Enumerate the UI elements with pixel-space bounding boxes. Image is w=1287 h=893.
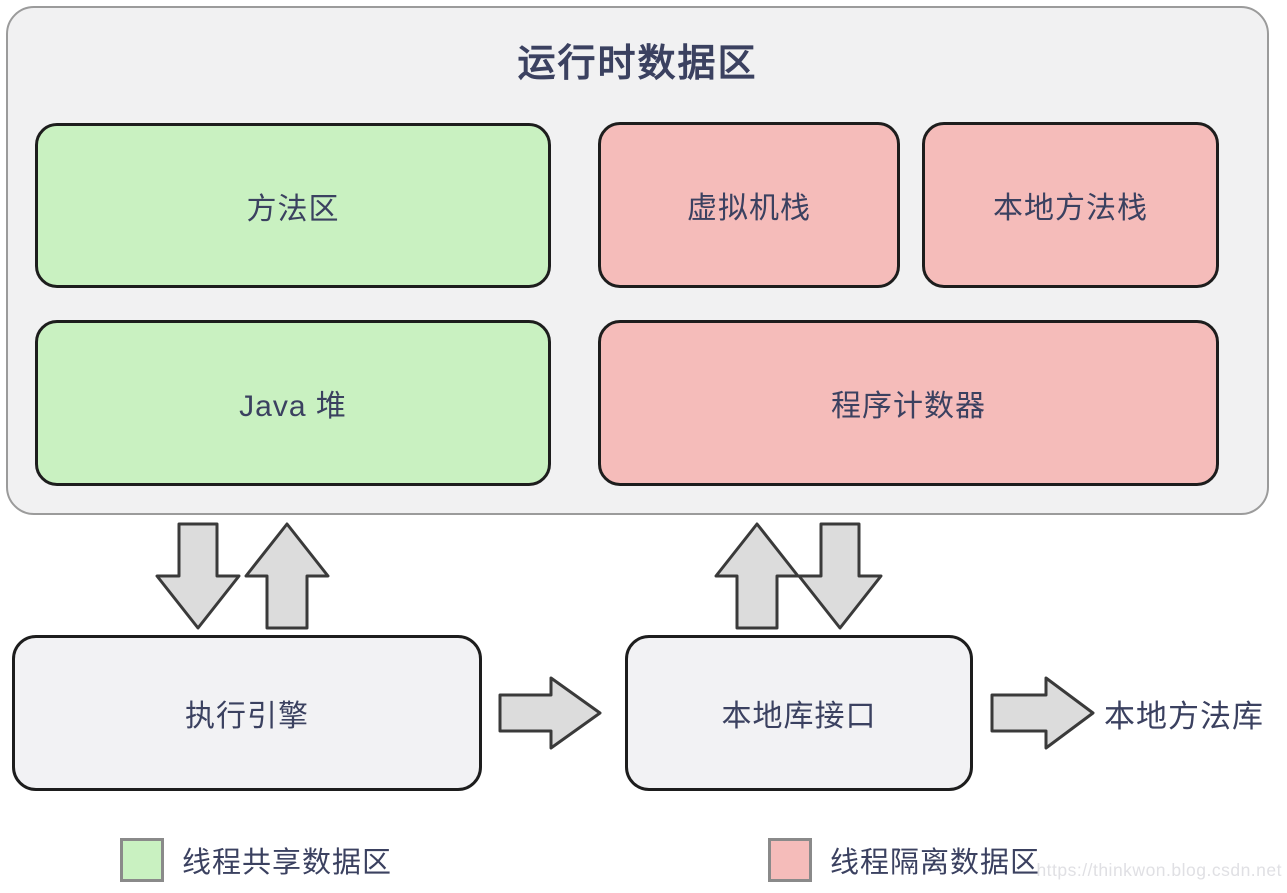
native-library-label: 本地方法库: [1104, 698, 1264, 734]
arrow-down-icon: [797, 522, 883, 630]
arrow-right-icon: [990, 676, 1095, 750]
java-heap-label: Java 堆: [239, 390, 347, 423]
native-method-stack-box: 本地方法栈: [922, 122, 1219, 288]
native-interface-label: 本地库接口: [721, 700, 877, 733]
execution-engine-label: 执行引擎: [185, 700, 309, 733]
native-interface-box: 本地库接口: [625, 635, 973, 791]
isolated-pink-swatch-icon: [768, 838, 812, 882]
arrow-up-icon: [714, 522, 800, 630]
vm-stack-box: 虚拟机栈: [598, 122, 900, 288]
execution-engine-box: 执行引擎: [12, 635, 482, 791]
legend-item-shared: 线程共享数据区: [120, 838, 392, 882]
legend-isolated-label: 线程隔离数据区: [830, 847, 1041, 879]
arrow-down-icon: [155, 522, 241, 630]
method-area-label: 方法区: [246, 192, 340, 226]
java-heap-box: Java 堆: [35, 320, 551, 486]
arrow-up-icon: [244, 522, 330, 630]
watermark: https://thinkwon.blog.csdn.net: [1036, 860, 1282, 880]
vm-stack-label: 虚拟机栈: [687, 192, 811, 225]
program-counter-box: 程序计数器: [598, 320, 1219, 486]
native-method-stack-label: 本地方法栈: [993, 192, 1148, 225]
program-counter-label: 程序计数器: [831, 390, 986, 423]
legend-item-isolated: 线程隔离数据区: [768, 838, 1040, 882]
method-area-box: 方法区: [35, 123, 551, 288]
shared-green-swatch-icon: [120, 838, 164, 882]
diagram-title: 运行时数据区: [517, 43, 758, 85]
arrow-right-icon: [498, 676, 602, 750]
legend-shared-label: 线程共享数据区: [182, 847, 393, 879]
